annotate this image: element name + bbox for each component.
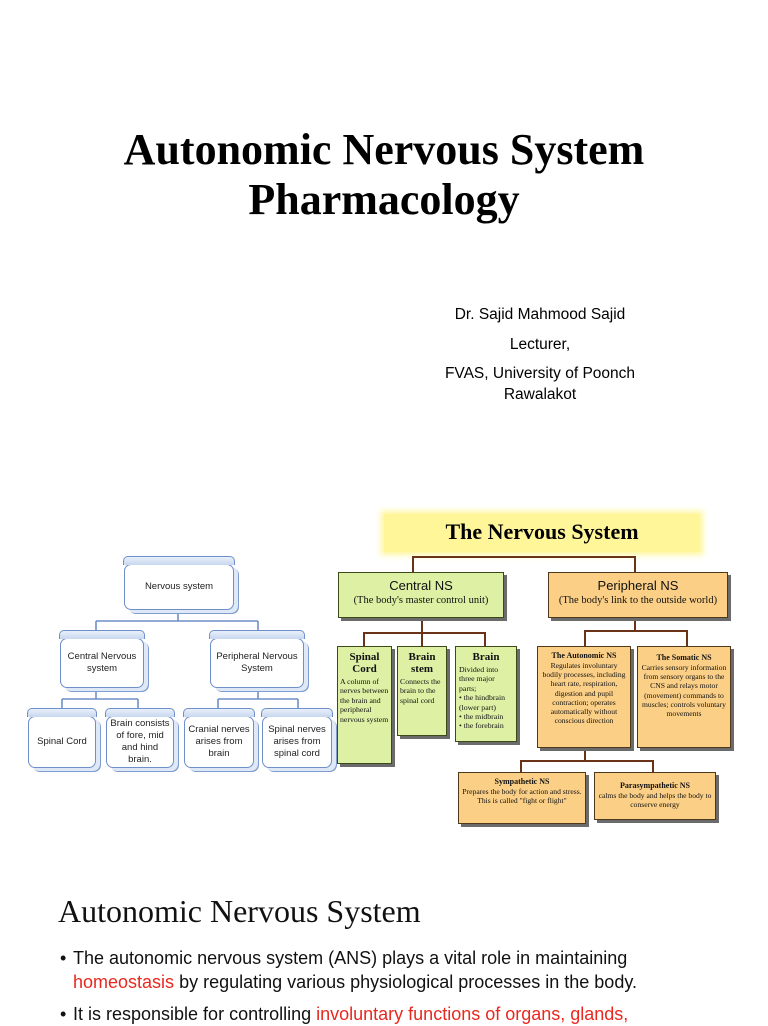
connector — [584, 630, 688, 632]
parasympathetic-ns-card: Parasympathetic NS calms the body and he… — [594, 772, 716, 820]
bullet-dot: • — [60, 1004, 67, 1024]
sympathetic-ns-card: Sympathetic NS Prepares the body for act… — [458, 772, 586, 824]
connector — [634, 617, 636, 631]
sympathetic-ns-title: Sympathetic NS — [494, 777, 550, 786]
peripheral-ns-subtitle: (The body's link to the outside world) — [558, 595, 718, 606]
connector — [363, 632, 485, 634]
connector — [421, 632, 423, 646]
bullet-text-part: by regulating various physiological proc… — [174, 972, 637, 992]
bullet-item: • It is responsible for controlling invo… — [60, 1002, 750, 1026]
sympathetic-ns-description: Prepares the body for action and stress.… — [462, 787, 582, 806]
bullet-text: The autonomic nervous system (ANS) plays… — [60, 946, 750, 994]
brain-description: Divided into three major parts; — [459, 665, 499, 693]
connector — [520, 760, 522, 772]
central-ns-box: Central NS (The body's master control un… — [338, 572, 504, 618]
somatic-ns-description: Carries sensory information from sensory… — [641, 663, 727, 719]
parasympathetic-ns-description: calms the body and helps the body to con… — [598, 791, 712, 810]
brain-title: Brain — [472, 651, 500, 663]
central-ns-title: Central NS — [389, 578, 453, 593]
bullet-text-part: The autonomic nervous system (ANS) plays… — [73, 948, 628, 968]
connector — [363, 632, 365, 646]
author-name: Dr. Sajid Mahmood Sajid — [454, 306, 626, 323]
highlight-term: involuntary functions of organs, glands, — [316, 1004, 629, 1024]
connector — [584, 630, 586, 646]
brain-part: • the midbrain — [459, 712, 504, 722]
author-affiliation-line2: Rawalakot — [503, 386, 577, 403]
diagram-banner-title: The Nervous System — [445, 519, 639, 544]
connector — [652, 760, 654, 772]
section-heading: Autonomic Nervous System — [58, 893, 421, 929]
autonomic-ns-description: Regulates involuntary bodily processes, … — [542, 661, 626, 726]
spinal-cord-card: Spinal Cord A column of nerves between t… — [337, 646, 392, 764]
spinal-cord-description: A column of nerves between the brain and… — [340, 677, 389, 724]
central-ns-subtitle: (The body's master control unit) — [353, 595, 489, 606]
connector — [421, 617, 423, 633]
brain-stem-description: Connects the brain to the spinal cord — [400, 677, 441, 705]
connector — [584, 748, 586, 760]
autonomic-ns-title: The Autonomic NS — [551, 651, 617, 660]
bullet-dot: • — [60, 948, 67, 968]
connector — [634, 556, 636, 572]
brain-part: • the hindbrain (lower part) — [459, 693, 506, 712]
connector — [686, 630, 688, 646]
spinal-cord-title: Spinal Cord — [349, 651, 380, 675]
brain-card: Brain Divided into three major parts; • … — [455, 646, 517, 742]
author-affiliation-line1: FVAS, University of Poonch — [444, 365, 636, 382]
peripheral-ns-box: Peripheral NS (The body's link to the ou… — [548, 572, 728, 618]
brain-stem-title: Brain stem — [408, 651, 436, 675]
bullet-text-part: It is responsible for controlling — [73, 1004, 317, 1024]
connector — [520, 760, 654, 762]
bullet-text: It is responsible for controlling involu… — [60, 1002, 750, 1026]
connector — [484, 632, 486, 646]
connector — [412, 556, 414, 572]
parasympathetic-ns-title: Parasympathetic NS — [620, 781, 690, 790]
peripheral-ns-title: Peripheral NS — [597, 578, 679, 593]
brain-stem-card: Brain stem Connects the brain to the spi… — [397, 646, 447, 736]
bullet-item: • The autonomic nervous system (ANS) pla… — [60, 946, 750, 994]
author-role: Lecturer, — [509, 336, 571, 353]
slide-title-line2: Pharmacology — [248, 175, 520, 224]
slide-title-line1: Autonomic Nervous System — [123, 125, 645, 174]
connector — [412, 556, 634, 558]
diagram-banner — [384, 514, 700, 552]
somatic-ns-card: The Somatic NS Carries sensory informati… — [637, 646, 731, 748]
brain-part: • the forebrain — [459, 721, 504, 731]
somatic-ns-title: The Somatic NS — [656, 653, 712, 662]
autonomic-ns-card: The Autonomic NS Regulates involuntary b… — [537, 646, 631, 748]
highlight-term: homeostasis — [73, 972, 175, 992]
